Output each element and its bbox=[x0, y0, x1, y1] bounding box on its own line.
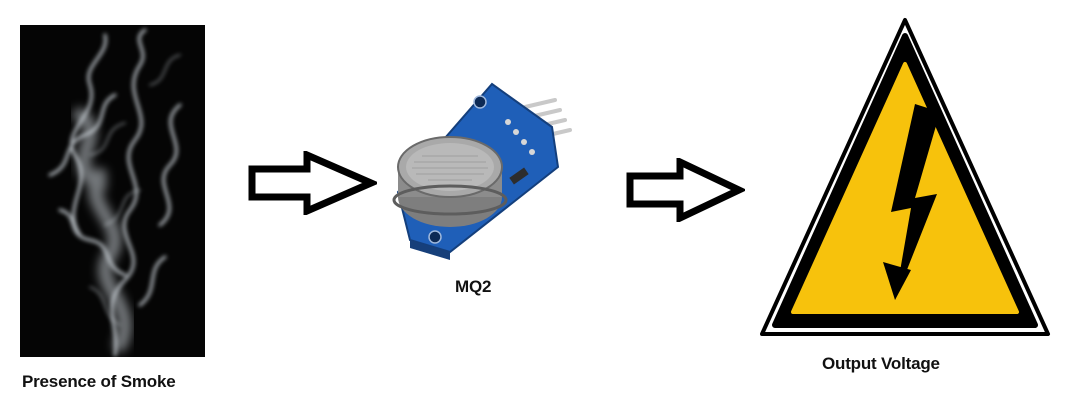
mq2-sensor-image bbox=[380, 72, 580, 267]
high-voltage-warning-icon bbox=[755, 12, 1055, 342]
smoke-image bbox=[20, 25, 205, 357]
output-label: Output Voltage bbox=[822, 354, 940, 373]
smoke-label: Presence of Smoke bbox=[22, 372, 176, 391]
sensor-label: MQ2 bbox=[455, 277, 492, 296]
right-arrow-icon bbox=[247, 149, 380, 217]
right-arrow-icon bbox=[625, 156, 748, 224]
